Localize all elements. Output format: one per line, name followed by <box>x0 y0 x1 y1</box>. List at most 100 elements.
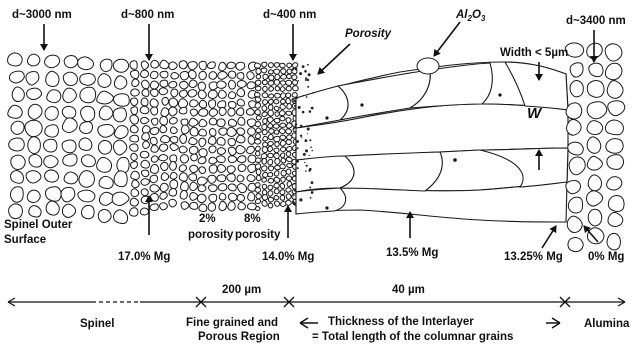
alumina-grain <box>607 81 623 99</box>
spinel-grain <box>97 91 114 104</box>
porous-grain <box>274 201 279 206</box>
fine-grain <box>132 180 140 188</box>
porous-grain <box>262 201 267 207</box>
pore <box>302 65 305 68</box>
alumina-grain <box>589 63 603 76</box>
spinel-grain <box>47 90 61 103</box>
porous-grain <box>280 140 286 146</box>
fine-grain <box>237 156 246 163</box>
pore <box>309 187 311 189</box>
alumina-grain <box>570 81 583 97</box>
porous-grain <box>275 112 280 117</box>
fine-grain <box>189 80 197 88</box>
fine-grain <box>228 119 236 126</box>
porous-grain <box>256 68 261 74</box>
fine-grain <box>207 62 215 69</box>
spinel-grain <box>9 138 25 151</box>
fine-grain <box>209 118 217 125</box>
spinel-grain <box>28 137 41 154</box>
label-por2-2: porosity <box>188 229 234 241</box>
fine-grain <box>130 61 137 70</box>
spinel-grain <box>114 126 128 139</box>
label-fine-1: Fine grained and <box>186 317 278 329</box>
fine-grain <box>141 189 148 196</box>
pore <box>310 146 312 148</box>
pore <box>303 153 306 156</box>
spinel-grain <box>27 88 42 99</box>
label-mg17: 17.0% Mg <box>118 251 170 263</box>
fine-grain <box>162 97 169 105</box>
porous-grain <box>268 153 274 157</box>
fine-grain <box>131 189 139 197</box>
fine-grain <box>227 166 235 174</box>
porous-grain <box>274 153 279 158</box>
pore <box>307 128 310 131</box>
fine-grain <box>237 81 246 88</box>
porous-grain <box>279 129 285 134</box>
pore <box>311 191 314 194</box>
porous-grain <box>268 146 273 151</box>
spinel-grain <box>9 71 24 83</box>
porous-grain <box>287 74 292 78</box>
fine-grain <box>180 135 187 144</box>
fine-grain <box>209 165 217 173</box>
fine-grain <box>199 204 207 211</box>
pore <box>293 183 295 185</box>
alumina-grain <box>587 156 602 170</box>
fine-grain <box>150 175 158 183</box>
pore <box>299 198 302 201</box>
porous-grain <box>286 98 291 104</box>
porous-grain <box>261 68 267 73</box>
fine-grain <box>208 175 216 183</box>
porous-grain <box>269 75 274 80</box>
fine-grain <box>179 107 187 114</box>
fine-grain <box>236 145 245 153</box>
porous-grain <box>262 184 267 189</box>
fine-grain <box>150 204 158 211</box>
label-al2o3: Al2O3 <box>455 9 486 23</box>
fine-grain <box>161 162 169 170</box>
fine-grain <box>227 127 236 136</box>
label-alumina: Alumina <box>584 318 630 330</box>
arrow-porosity <box>318 44 350 74</box>
porous-grain <box>280 183 285 188</box>
fine-grain <box>141 98 148 106</box>
fine-grain <box>150 137 157 144</box>
fine-grain <box>151 118 158 125</box>
spinel-grain <box>26 71 39 85</box>
fine-grain <box>199 167 206 174</box>
alumina-grain <box>568 142 584 155</box>
fine-grain <box>227 62 236 68</box>
porous-grain <box>286 169 291 174</box>
porous-grain <box>255 97 261 102</box>
fine-grain <box>169 199 177 207</box>
porous-grain <box>274 69 280 74</box>
spinel-grain <box>44 156 58 168</box>
porous-grain <box>273 124 279 128</box>
pore <box>308 73 311 76</box>
porous-grain <box>255 146 260 151</box>
porous-grain <box>286 152 291 157</box>
pore <box>300 135 302 137</box>
porous-grain <box>292 93 297 98</box>
porous-grain <box>287 69 292 74</box>
porous-grain <box>280 123 286 127</box>
fine-grain <box>143 141 150 148</box>
spinel-grain <box>81 205 94 218</box>
label-mg14: 14.0% Mg <box>262 251 314 263</box>
fine-grain <box>228 101 236 108</box>
fine-grain <box>198 157 206 164</box>
porous-grain <box>268 63 273 68</box>
fine-grain <box>229 80 236 89</box>
fine-grain <box>169 62 177 70</box>
alumina-grain <box>607 233 620 250</box>
porous-grain <box>275 74 280 80</box>
porous-grain <box>256 169 261 175</box>
fine-grain <box>199 138 206 147</box>
fine-grain <box>142 89 149 96</box>
porous-grain <box>275 158 280 164</box>
fine-grain <box>151 145 158 152</box>
label-width: Width < 5µm <box>500 47 568 59</box>
fine-grain <box>237 99 244 106</box>
fine-grain <box>150 89 158 96</box>
